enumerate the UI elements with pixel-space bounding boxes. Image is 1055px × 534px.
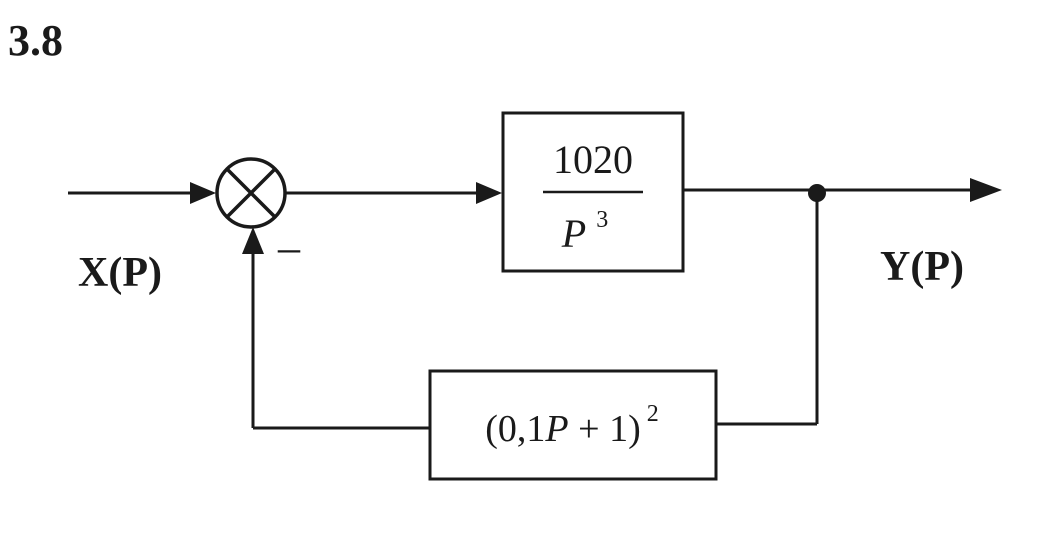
feedback-expression-open: (0,1	[485, 408, 545, 450]
forward-denominator-exponent: 3	[596, 207, 608, 233]
feedback-minus-sign: –	[277, 223, 301, 272]
forward-denominator: P 3	[561, 207, 608, 256]
feedback-expression: (0,1P + 1)2	[485, 401, 658, 450]
feedback-expression-exponent: 2	[647, 401, 659, 427]
feedback-transfer-block	[428, 369, 718, 481]
input-arrow-head	[190, 182, 216, 204]
forward-transfer-block	[501, 111, 685, 273]
forward-numerator: 1020	[553, 137, 633, 182]
problem-number: 3.8	[8, 16, 63, 65]
output-arrow-head	[970, 178, 1002, 202]
summing-junction	[215, 157, 287, 229]
input-label: X(P)	[78, 250, 162, 296]
forward-denominator-variable: P	[561, 211, 586, 256]
forward-input-arrow-head	[476, 182, 502, 204]
output-label: Y(P)	[880, 244, 964, 290]
feedback-expression-variable: P	[544, 408, 568, 450]
feedback-expression-close: + 1)	[569, 408, 641, 450]
feedback-arrow-head	[242, 227, 264, 254]
